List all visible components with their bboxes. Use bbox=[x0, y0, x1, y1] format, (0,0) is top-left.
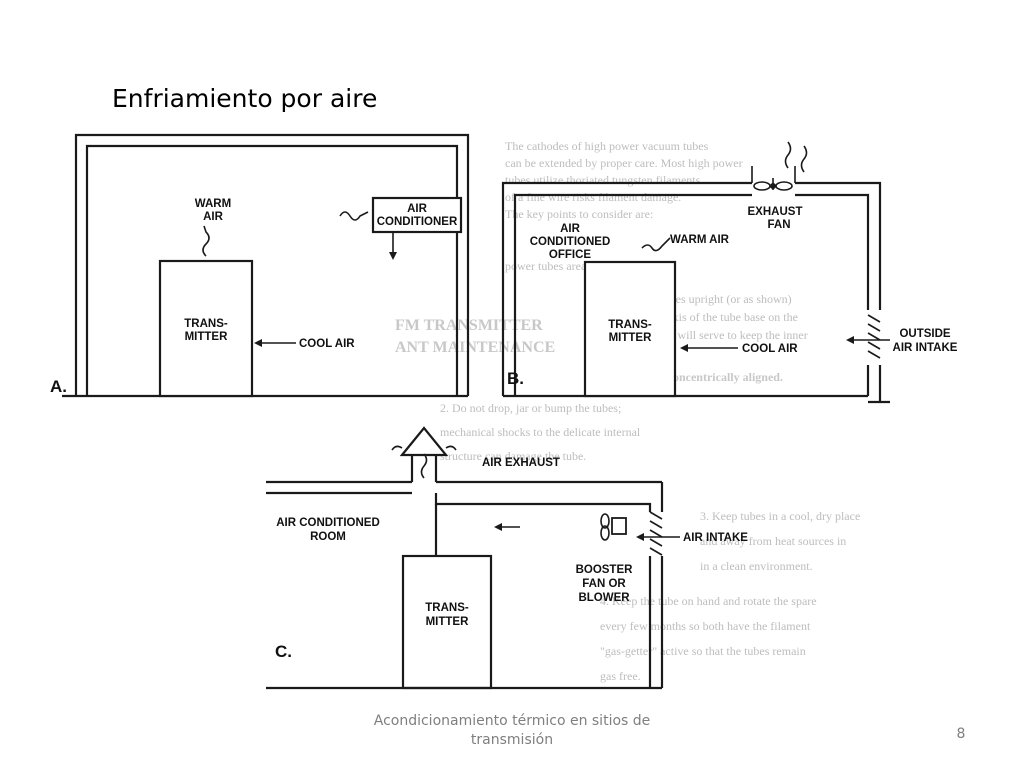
panel-c-room-0: AIR CONDITIONED bbox=[276, 517, 380, 529]
panel-c-transmitter bbox=[401, 554, 493, 690]
bg-line-11: mechanical shocks to the delicate intern… bbox=[440, 425, 641, 439]
page-number: 8 bbox=[956, 726, 966, 742]
slide-title: Enfriamiento por aire bbox=[112, 84, 378, 113]
panel-a-ac-label-0: AIR bbox=[407, 203, 428, 215]
panel-b-transmitter bbox=[583, 260, 677, 398]
panel-a-transmitter bbox=[158, 259, 254, 398]
panel-c-transmitter-1: MITTER bbox=[426, 616, 469, 628]
panel-b-exhaust-fan-icon bbox=[751, 166, 796, 191]
panel-b-office-2: OFFICE bbox=[549, 249, 591, 261]
footer-text: Acondicionamiento térmico en sitios de t… bbox=[373, 713, 651, 748]
panel-c-air-exhaust: AIR EXHAUST bbox=[482, 457, 560, 469]
panel-a-cool-air: COOL AIR bbox=[299, 338, 355, 350]
panel-a-ac-label-1: CONDITIONER bbox=[377, 216, 458, 228]
panel-c: AIR EXHAUST AIR INTAKE BOOSTER FAN OR BL… bbox=[266, 426, 748, 690]
panel-c-booster-0: BOOSTER bbox=[576, 564, 634, 576]
panel-a-transmitter-1: MITTER bbox=[185, 331, 228, 343]
panel-c-booster-2: BLOWER bbox=[578, 592, 630, 604]
panel-b-exhaust-fan-0: EXHAUST bbox=[748, 206, 803, 218]
bg-line-1: can be extended by proper care. Most hig… bbox=[505, 156, 743, 170]
bg-line-17: every few months so both have the filame… bbox=[600, 619, 811, 633]
panel-c-intake-louvers bbox=[649, 511, 663, 556]
panel-b-office-1: CONDITIONED bbox=[530, 236, 611, 248]
panel-b-warm-air: WARM AIR bbox=[670, 234, 730, 246]
bg-line-2: tubes utilize thoriated tungsten filamen… bbox=[505, 173, 701, 187]
panel-a-inner-wall bbox=[85, 144, 459, 396]
panel-a-warm-air-0: WARM bbox=[195, 198, 231, 210]
bg-line-3: of a fine wire risks filament damage. bbox=[505, 190, 681, 204]
bg-line-16: 4. Keep the tube on hand and rotate the … bbox=[600, 594, 817, 608]
panel-a: AIR CONDITIONER WARM AIR TRANS- MITTER C… bbox=[50, 133, 470, 398]
panel-b-exhaust-fan-1: FAN bbox=[768, 219, 791, 231]
panel-a-transmitter-0: TRANS- bbox=[184, 318, 228, 330]
panel-b-cool-air: COOL AIR bbox=[742, 343, 798, 355]
panel-b-transmitter-0: TRANS- bbox=[608, 319, 652, 331]
bg-line-4: The key points to consider are: bbox=[505, 207, 653, 221]
panel-b-outside-intake-0: OUTSIDE bbox=[899, 328, 950, 340]
panel-a-outer-wall bbox=[74, 133, 470, 396]
panel-a-air-conditioner-box bbox=[371, 196, 463, 234]
panel-c-booster-1: FAN OR bbox=[582, 578, 626, 590]
bg-line-15: in a clean environment. bbox=[700, 559, 813, 573]
bg-line-13: 3. Keep tubes in a cool, dry place bbox=[700, 509, 860, 523]
panel-c-transmitter-0: TRANS- bbox=[425, 602, 469, 614]
panel-b-office-0: AIR bbox=[560, 223, 581, 235]
bg-line-0: The cathodes of high power vacuum tubes bbox=[505, 139, 709, 153]
panel-c-booster-fan-icon bbox=[600, 513, 627, 541]
panel-c-room-1: ROOM bbox=[310, 531, 346, 543]
bg-line-10: 2. Do not drop, jar or bump the tubes; bbox=[440, 401, 621, 415]
panel-b-outside-intake-1: AIR INTAKE bbox=[893, 342, 958, 354]
panel-a-letter: A. bbox=[50, 377, 67, 396]
panel-b-letter: B. bbox=[507, 369, 524, 388]
panel-a-warm-air-1: AIR bbox=[203, 211, 224, 223]
bg-line-12: structure can damage the tube. bbox=[440, 449, 586, 463]
panel-b-transmitter-1: MITTER bbox=[609, 332, 652, 344]
panel-c-letter: C. bbox=[275, 642, 292, 661]
panel-b-intake-louvers bbox=[867, 314, 881, 359]
bg-line-18: "gas-getter" active so that the tubes re… bbox=[600, 644, 806, 658]
panel-b: EXHAUST FAN AIR CONDITIONED OFFICE WARM … bbox=[501, 141, 958, 404]
bg-line-19: gas free. bbox=[600, 669, 641, 683]
bg-line-5: power tubes area. bbox=[505, 259, 589, 273]
panel-c-air-intake: AIR INTAKE bbox=[683, 532, 748, 544]
bg-line-14: and away from heat sources in bbox=[700, 534, 846, 548]
bg-heading-1: ANT MAINTENANCE bbox=[395, 339, 555, 356]
